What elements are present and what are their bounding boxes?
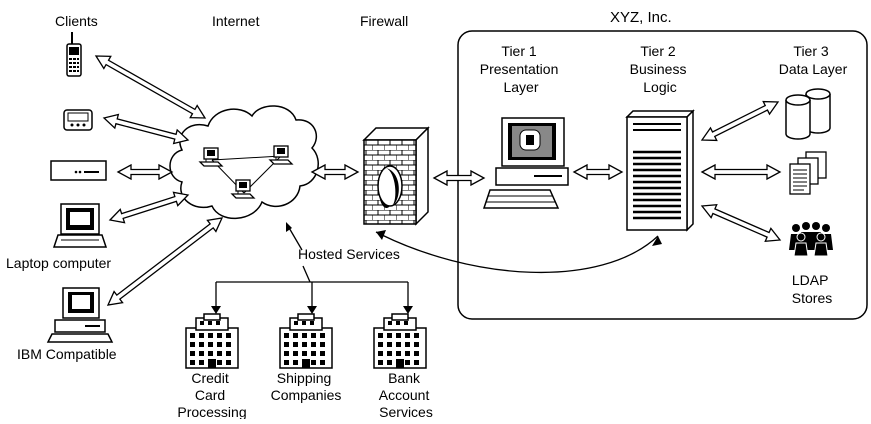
server-icon [625, 109, 695, 232]
firewall-icon [362, 126, 430, 226]
server-to-hosted-connector [375, 231, 659, 274]
cell-phone-icon [66, 32, 82, 77]
shipping-label: Shipping Companies [271, 370, 342, 403]
arrow-cloud-firewall [310, 163, 360, 181]
arrow-phone-cloud [94, 55, 207, 119]
internet-header: Internet [212, 13, 260, 29]
arrow-settop-cloud [116, 163, 174, 181]
building-icon [279, 313, 333, 369]
arrow-firewall-workstation [432, 169, 486, 187]
arrow-server-ldap [700, 204, 782, 242]
arrow-workstation-server [572, 163, 624, 181]
database-icon [785, 88, 831, 140]
credit-card-label: Credit Card Processing [177, 370, 246, 419]
arrow-pager-cloud [102, 113, 190, 145]
desktop-pc-icon [46, 287, 114, 343]
arrow-server-documents [700, 163, 782, 181]
company-title: XYZ, Inc. [610, 9, 672, 26]
laptop-icon [52, 203, 108, 248]
bidirectional-arrows [94, 55, 782, 306]
internet-cloud-icon [169, 105, 319, 220]
firewall-header: Firewall [360, 13, 408, 29]
tier2-title: Tier 2 Business Logic [630, 43, 691, 95]
bank-label: Bank Account Services [379, 370, 433, 419]
laptop-label: Laptop computer [6, 255, 111, 271]
arrow-laptop-cloud [108, 191, 190, 224]
arrow-server-database [700, 100, 780, 142]
arrow-pc-cloud [106, 217, 224, 306]
building-icon [373, 313, 427, 369]
hosted-services-label: Hosted Services [298, 246, 400, 262]
set-top-box-icon [50, 160, 107, 181]
hosted-services-connector [215, 225, 409, 306]
tier3-title: Tier 3 Data Layer [779, 43, 848, 77]
clients-header: Clients [55, 13, 98, 29]
ldap-label: LDAP Stores [792, 272, 832, 306]
documents-icon [789, 151, 827, 195]
ibm-label: IBM Compatible [17, 346, 117, 362]
people-icon [789, 222, 833, 257]
pager-icon [63, 109, 93, 131]
tier1-title: Tier 1 Presentation Layer [480, 43, 563, 95]
building-icon [185, 313, 239, 369]
workstation-icon [482, 117, 569, 209]
